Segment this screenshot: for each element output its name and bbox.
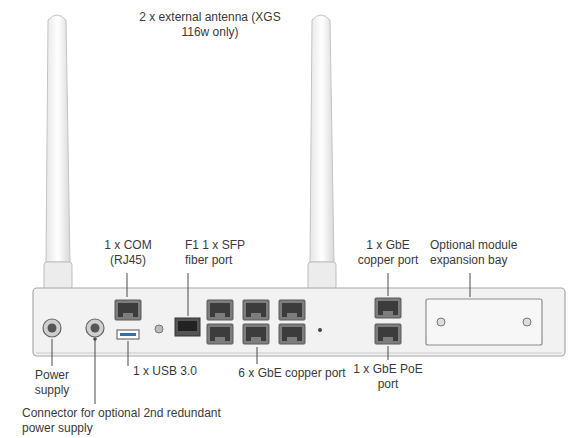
poe-port (375, 324, 401, 344)
leader-lines (52, 273, 470, 404)
callout-label: 1 x GbE PoE port (352, 362, 424, 392)
sfp-port (175, 318, 200, 336)
antenna-base (308, 262, 336, 290)
antenna (46, 15, 70, 262)
usb-port (117, 330, 139, 339)
callout-label: Power supply (24, 368, 80, 398)
callout-label: 6 x GbE copper port (222, 366, 362, 381)
expansion-bay (426, 299, 542, 345)
callout-label: Optional module expansion bay (430, 238, 545, 268)
callout-label: 2 x external antenna (XGS 116w only) (135, 10, 285, 40)
power-connector (43, 319, 61, 337)
copper-ports (207, 300, 305, 344)
callout-label: F1 1 x SFP fiber port (185, 238, 261, 268)
callout-label: 1 x COM (RJ45) (96, 238, 160, 268)
power-connector (86, 319, 104, 337)
chassis-panel (33, 288, 565, 356)
callout-label: 1 x USB 3.0 (133, 364, 223, 379)
antenna (310, 15, 334, 262)
com-port (115, 300, 141, 320)
callout-label: Connector for optional 2nd redundant pow… (22, 406, 222, 436)
antenna-base (44, 262, 72, 290)
copper-port (375, 298, 401, 318)
callout-label: 1 x GbE copper port (348, 238, 428, 268)
